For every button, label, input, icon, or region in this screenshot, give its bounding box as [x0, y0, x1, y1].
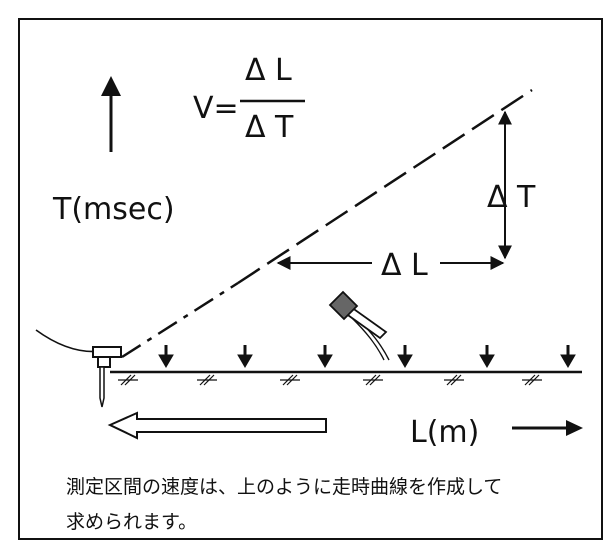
time-axis-arrow [101, 76, 121, 152]
ground-hatches [118, 374, 542, 386]
geophone-icon [92, 346, 122, 408]
x-axis-label: L(m) [410, 415, 479, 450]
caption-line-1: 測定区間の速度は、上のように走時曲線を作成して [66, 476, 503, 498]
velocity-formula: V= Δ L Δ T [193, 53, 305, 145]
formula-numerator: Δ L [245, 53, 292, 88]
receiver-arrow [158, 345, 174, 368]
travel-time-line [121, 88, 533, 359]
direction-hollow-arrow [107, 411, 327, 440]
formula-lhs: V= [193, 91, 239, 126]
hammer-icon [328, 290, 390, 361]
delta-t-dimension: Δ T [487, 110, 536, 260]
receiver-arrow [560, 345, 576, 368]
outer-border [18, 18, 603, 540]
receiver-arrows [158, 345, 576, 368]
distance-axis-arrow [512, 420, 583, 436]
receiver-arrow [237, 345, 253, 368]
receiver-arrow [479, 345, 495, 368]
receiver-arrow [397, 345, 413, 368]
formula-denominator: Δ T [245, 110, 294, 145]
delta-l-dimension: Δ L [276, 248, 505, 283]
y-axis-label: T(msec) [52, 192, 175, 227]
receiver-arrow [317, 345, 333, 368]
caption-line-2: 求められます。 [66, 511, 198, 533]
delta-l-label: Δ L [381, 248, 428, 283]
delta-t-label: Δ T [487, 180, 536, 215]
